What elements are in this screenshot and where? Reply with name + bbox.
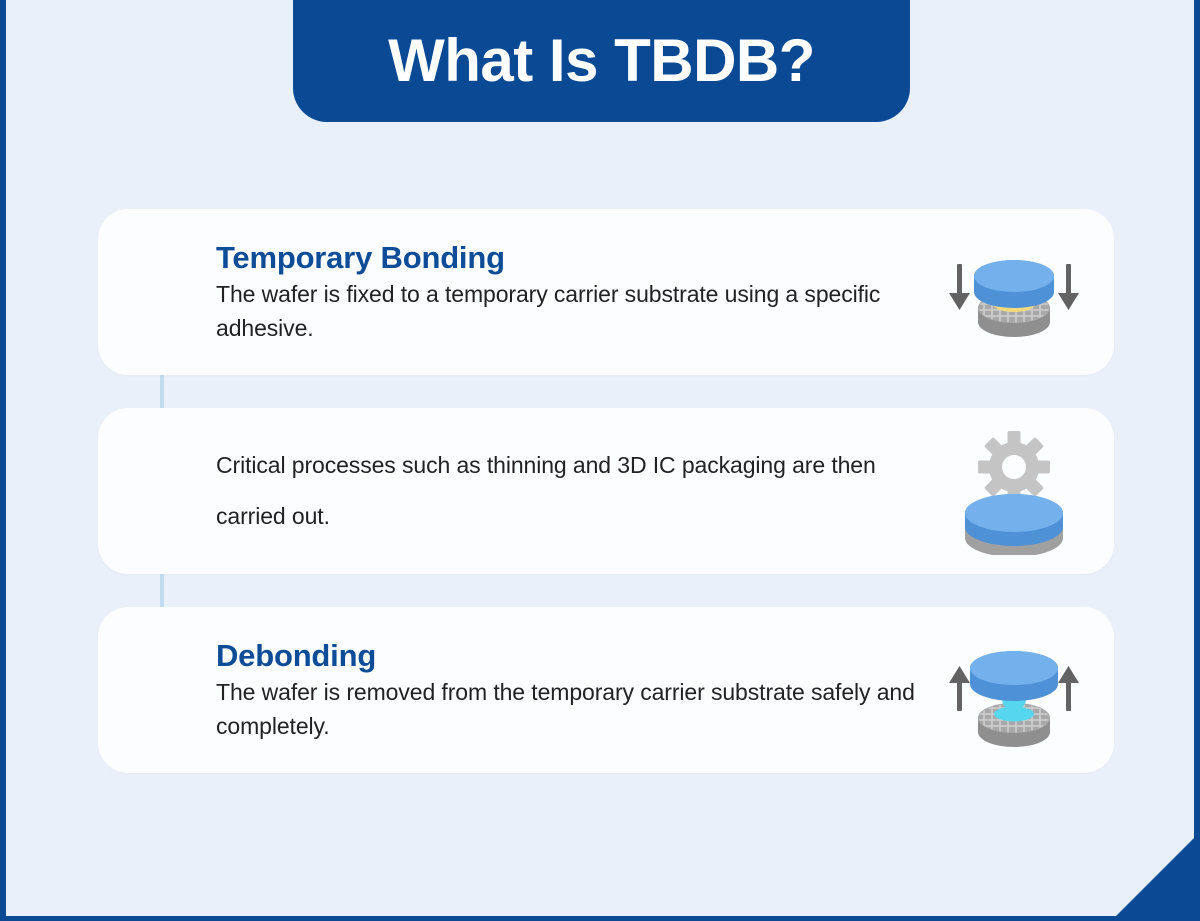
header-banner: What Is TBDB? xyxy=(293,0,910,122)
step-card-text-2: Critical processes such as thinning and … xyxy=(216,440,940,541)
wafer-processing-gear-icon xyxy=(940,431,1088,555)
corner-accent xyxy=(1116,838,1194,916)
step-title-3: Debonding xyxy=(216,638,377,674)
page-title: What Is TBDB? xyxy=(388,27,815,94)
wafer-bonding-icon xyxy=(940,232,1088,352)
step-card-text-1: Temporary Bonding The wafer is fixed to … xyxy=(216,239,940,345)
step-description-2: Critical processes such as thinning and … xyxy=(216,452,876,529)
step-card-debonding: Debonding The wafer is removed from the … xyxy=(98,607,1114,773)
steps-list: Temporary Bonding The wafer is fixed to … xyxy=(98,209,1114,773)
step-title-1: Temporary Bonding xyxy=(216,240,505,276)
wafer-debonding-icon xyxy=(940,630,1088,750)
step-card-text-3: Debonding The wafer is removed from the … xyxy=(216,637,940,743)
step-description-3: The wafer is removed from the temporary … xyxy=(216,679,915,739)
step-card-processing: Critical processes such as thinning and … xyxy=(98,408,1114,574)
step-description-1: The wafer is fixed to a temporary carrie… xyxy=(216,281,881,341)
step-card-temporary-bonding: Temporary Bonding The wafer is fixed to … xyxy=(98,209,1114,375)
